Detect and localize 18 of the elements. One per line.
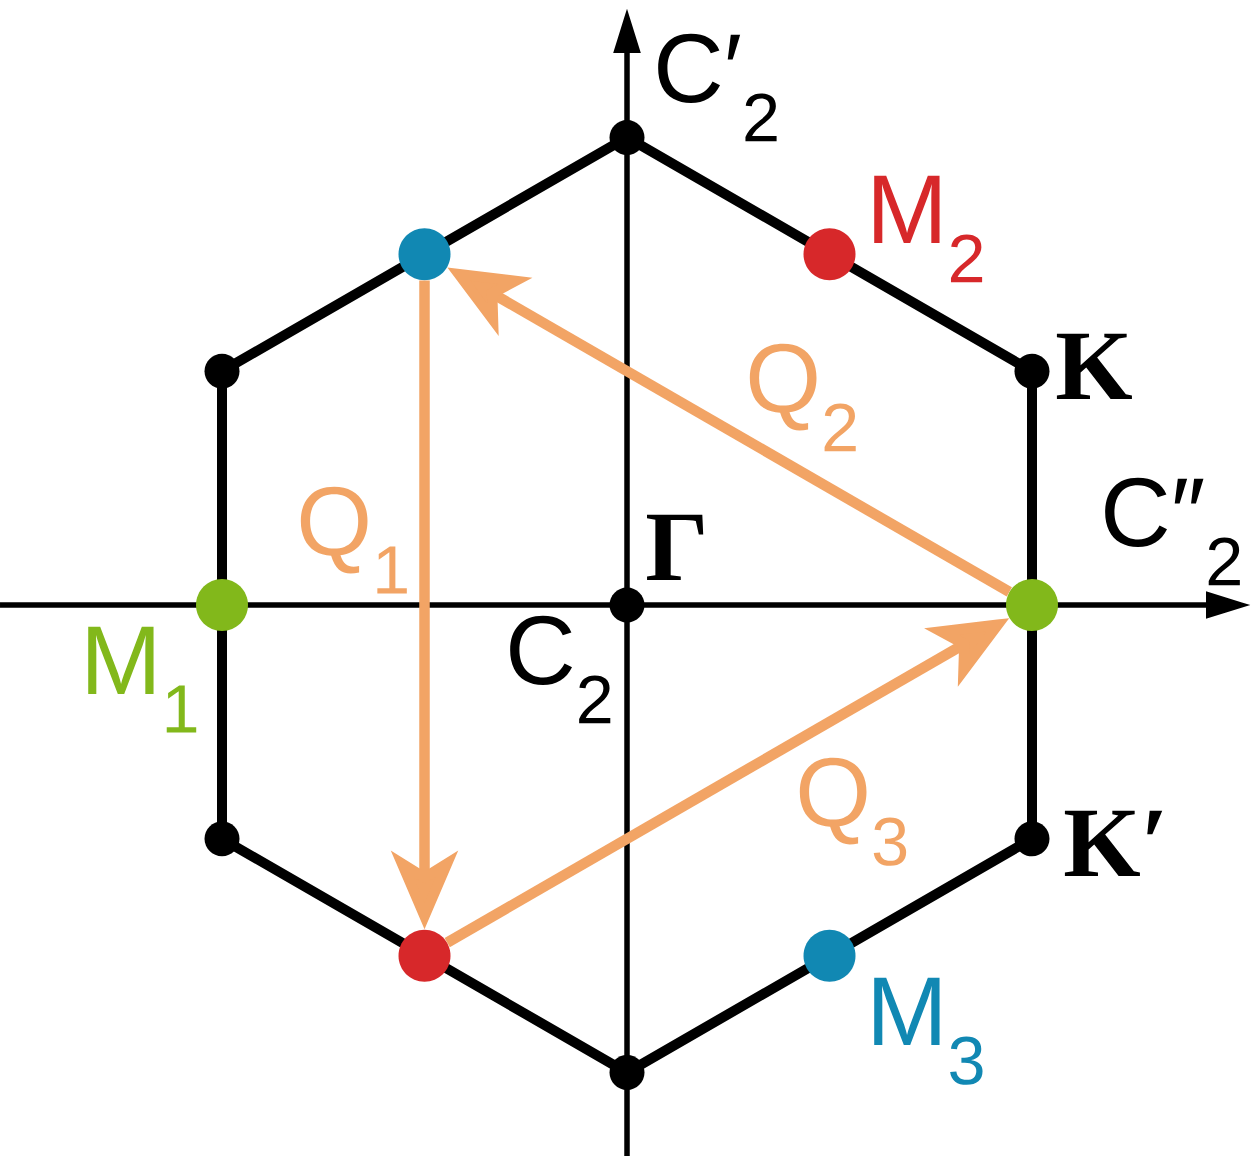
dot bbox=[196, 579, 248, 631]
point-label: K bbox=[1056, 333, 1132, 399]
point-label: M$_{1}$ bbox=[88, 626, 197, 733]
dot bbox=[398, 929, 451, 982]
edge-label: Q$_{1}$ bbox=[300, 486, 407, 594]
point-label: Γ bbox=[647, 514, 704, 580]
edge-label: Q$_{2}$ bbox=[749, 343, 856, 452]
dot bbox=[398, 228, 451, 281]
dot bbox=[803, 228, 856, 281]
axis-label: C″$_{2}$ bbox=[1105, 477, 1240, 586]
point-label: M$_{3}$ bbox=[874, 977, 983, 1085]
axis-label: C$_{2}$ bbox=[510, 615, 611, 724]
point-label: K′ bbox=[1064, 810, 1163, 876]
edge-label: Q$_{3}$ bbox=[799, 757, 907, 866]
dot bbox=[803, 929, 856, 982]
point-label: M$_{2}$ bbox=[874, 175, 983, 283]
axis-label: C′$_{2}$ bbox=[658, 33, 777, 142]
dot bbox=[1006, 579, 1058, 631]
